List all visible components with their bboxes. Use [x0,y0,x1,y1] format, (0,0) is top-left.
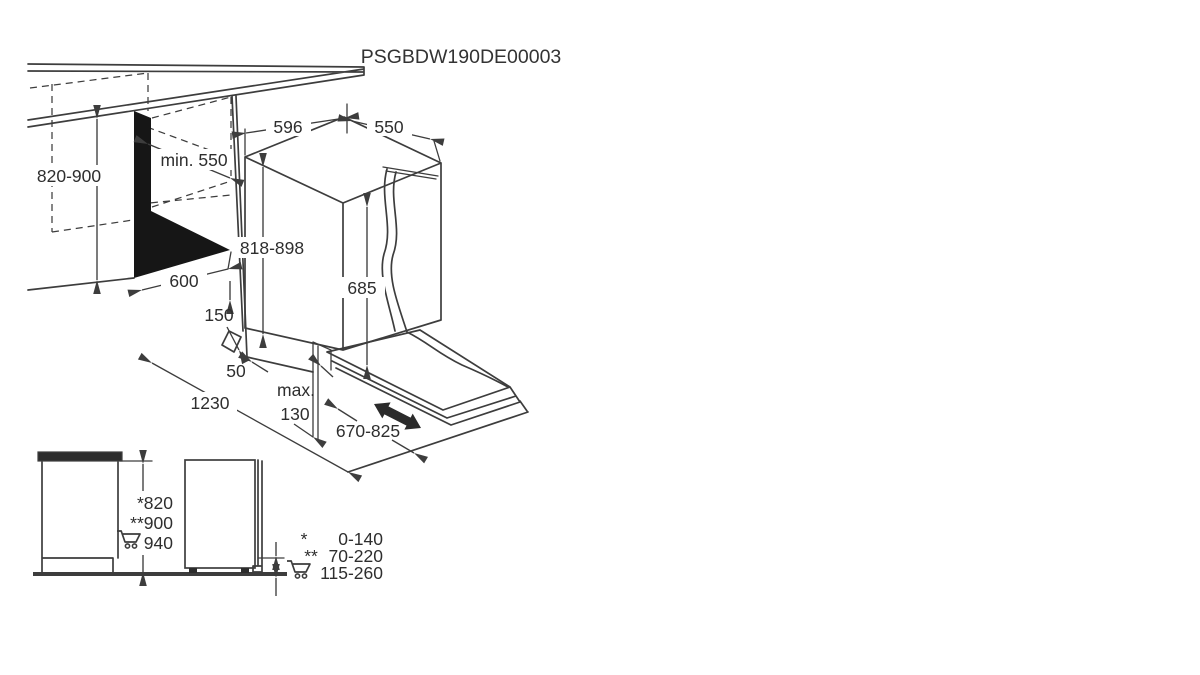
door-height-label: 685 [347,278,376,298]
plinth-height-label: 150 [204,305,233,325]
dimension-plinth-recess: max. 130 [277,353,334,449]
worktop-lines [27,63,365,128]
dishwasher-body [244,116,442,351]
cabinet-dashed-outline [29,72,149,233]
front-foot [189,568,197,573]
plinth-and-reference-lines [312,341,332,442]
dimension-top-depth: 550 [337,114,445,162]
elevation-height-dimension: *820 **900 940 [116,450,178,586]
slide-direction-arrow [374,402,421,430]
niche-depth-label: min. 550 [160,150,227,170]
open-door [326,329,528,426]
dimension-appliance-height: 818-898 [234,153,311,348]
dimension-side-clearance: 50 [226,351,269,381]
top-depth-label: 550 [374,117,403,137]
plinth-recess-value: 130 [280,404,309,424]
decor-panel-wavy-lines [381,168,509,388]
legend-value-1: 0-140 [338,529,383,549]
dimension-top-width: 596 [231,103,360,156]
cart-icon [286,560,311,579]
elevation-dishwasher-side [184,459,285,596]
dimension-plinth-height: 150 [204,281,249,365]
elevation-cabinet [37,451,153,575]
floor-edge-left [27,277,135,291]
dimension-door-height: 685 [339,193,385,379]
dimension-niche-depth: min. 550 [133,135,245,187]
total-depth-label: 1230 [191,393,230,413]
dimension-niche-width: 600 [127,251,243,298]
dimension-niche-height: 820-900 [30,105,108,294]
decor-panel-top-edge [382,166,439,180]
rear-foot [241,568,249,573]
adjustment-legend: * 0-140 ** 70-220 115-260 [286,529,384,583]
appliance-height-label: 818-898 [240,238,304,258]
legend-symbol-2: ** [304,546,318,566]
niche-width-label: 600 [169,271,198,291]
height-option-2: **900 [130,513,173,533]
niche-opening [134,111,230,278]
niche-height-label: 820-900 [37,166,101,186]
height-option-1: *820 [137,493,173,513]
dimension-door-projection: 670-825 [324,398,428,464]
legend-value-3: 115-260 [320,563,383,583]
height-option-3: 940 [144,533,173,553]
dishwasher-side-body [184,459,256,569]
drawing-code-title: PSGBDW190DE00003 [361,46,562,68]
plinth-recess-word: max. [277,380,315,400]
legend-value-2: 70-220 [329,546,384,566]
worktop-bar [37,451,123,462]
dimension-total-depth: 1230 [137,352,363,483]
side-clearance-label: 50 [226,361,246,381]
top-width-label: 596 [273,117,302,137]
door-projection-label: 670-825 [336,421,400,441]
legend-symbol-1: * [301,529,308,549]
